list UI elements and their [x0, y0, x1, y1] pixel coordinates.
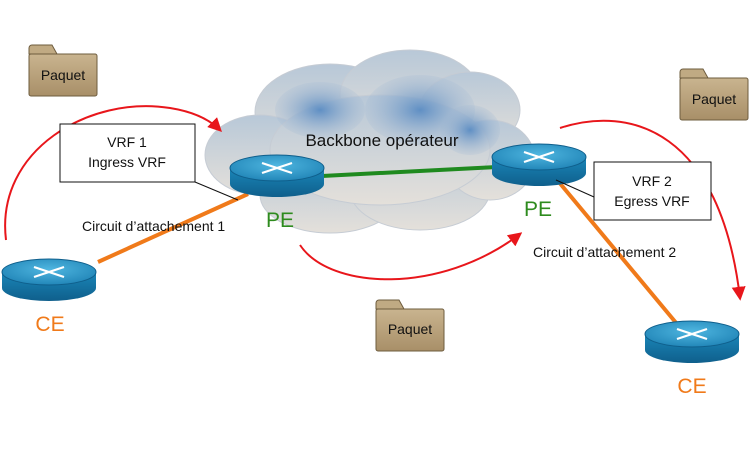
packet-folder-icon — [28, 44, 98, 97]
vrf1-role: Ingress VRF — [88, 154, 166, 170]
vrf2-callout — [555, 161, 712, 221]
vrf1-name: VRF 1 — [107, 134, 147, 150]
ce-router-left — [1, 258, 97, 301]
packet-path-arrow-egress — [559, 119, 746, 301]
vrf1-callout — [59, 123, 239, 201]
pe-label-left: PE — [266, 209, 294, 232]
ce-router-right — [644, 320, 740, 363]
ce-label-right: CE — [677, 375, 706, 398]
access-link-left — [97, 192, 249, 264]
packet-label: Paquet — [388, 321, 432, 337]
circuit-label-right: Circuit d’attachement 2 — [533, 244, 676, 260]
vrf2-name: VRF 2 — [632, 173, 672, 189]
pe-label-right: PE — [524, 198, 552, 221]
ce-label-left: CE — [35, 313, 64, 336]
core-link — [321, 165, 498, 178]
packet-path-arrow-ingress — [4, 105, 222, 241]
backbone-label: Backbone opérateur — [305, 131, 458, 150]
packet-folder-icon — [679, 68, 749, 121]
circuit-label-left: Circuit d’attachement 1 — [82, 218, 225, 234]
pe-router-left — [229, 154, 325, 197]
access-link-right — [551, 173, 684, 332]
packet-path-arrow-core — [299, 232, 523, 281]
vrf2-role: Egress VRF — [614, 193, 689, 209]
packet-folder-icon — [375, 299, 445, 352]
packet-label: Paquet — [41, 67, 85, 83]
pe-router-right — [491, 143, 587, 186]
packet-label: Paquet — [692, 91, 736, 107]
